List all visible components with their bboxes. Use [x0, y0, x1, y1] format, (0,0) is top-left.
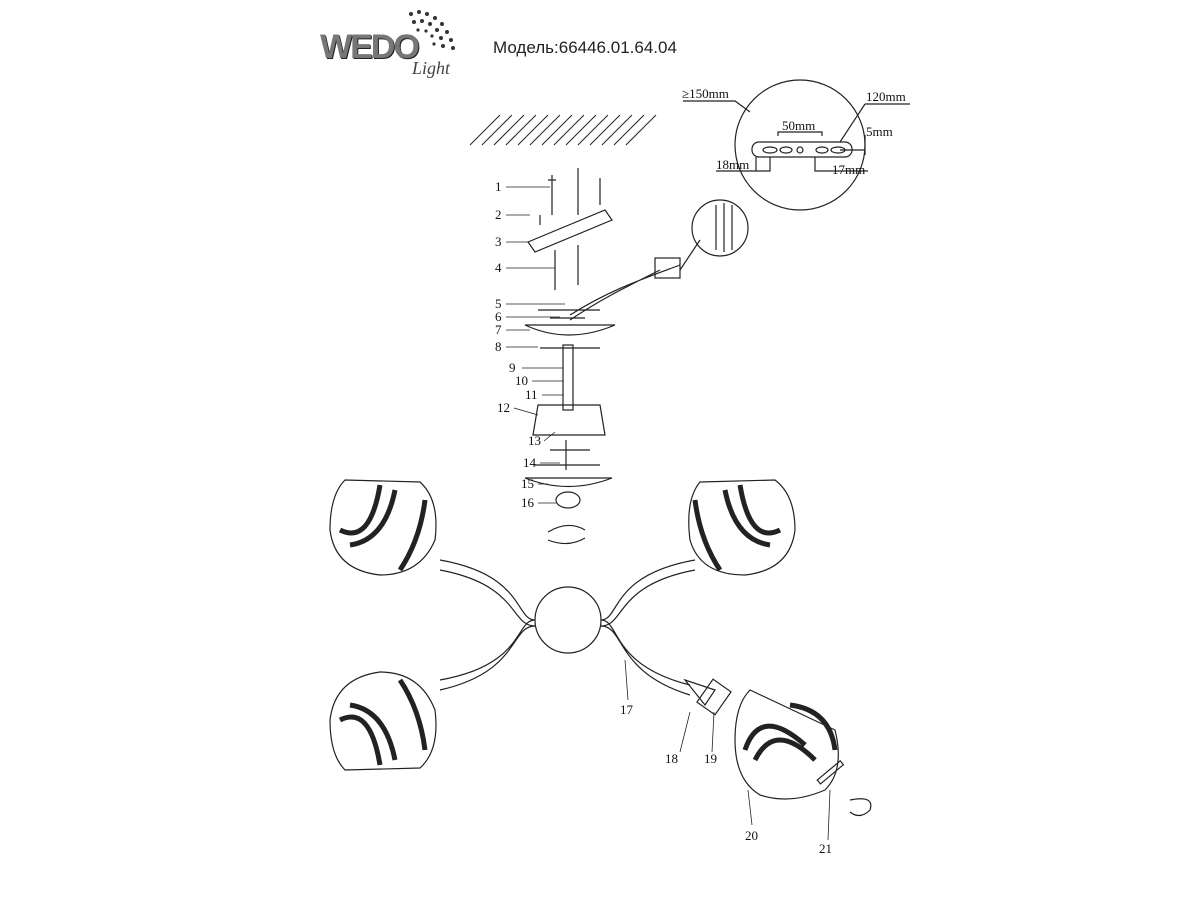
- callout-20: 20: [745, 828, 758, 843]
- central-sphere: [534, 586, 602, 654]
- canopy: [524, 324, 616, 336]
- glass-shade-top-left: [329, 479, 437, 576]
- callout-21: 21: [819, 841, 832, 856]
- callout-4: 4: [495, 260, 502, 275]
- callout-2: 2: [495, 207, 502, 222]
- brand-logo: WEDO Light: [316, 4, 466, 78]
- callout-15: 15: [521, 476, 534, 491]
- callout-8: 8: [495, 339, 502, 354]
- glass-shade-top-right: [688, 479, 796, 576]
- callout-14: 14: [523, 455, 537, 470]
- callout-12: 12: [497, 400, 510, 415]
- dim-min-diameter: ≥150mm: [682, 86, 729, 101]
- callout-18: 18: [665, 751, 678, 766]
- callout-labels: 1 2 3 4 5 6 7 8 9 10 11 12 13 14 15 16 1…: [495, 179, 832, 856]
- callout-16: 16: [521, 495, 535, 510]
- callout-3: 3: [495, 234, 502, 249]
- model-number: Модель:66446.01.64.04: [493, 38, 677, 57]
- ceiling-hatch: [469, 114, 657, 146]
- callout-17: 17: [620, 702, 634, 717]
- arm-bottom-left: [439, 619, 536, 691]
- stem-rod: [562, 344, 574, 411]
- bracket-detail-circle: [734, 79, 866, 211]
- dim-bracket-length: 120mm: [866, 89, 906, 104]
- callout-6: 6: [495, 309, 502, 324]
- dim-hole-spacing: 50mm: [782, 118, 815, 133]
- glass-shade-bottom-left: [329, 671, 437, 771]
- dim-thickness: 5mm: [866, 124, 893, 139]
- mounting-bracket: [527, 209, 613, 253]
- dim-right-offset: 17mm: [832, 162, 865, 177]
- callout-9: 9: [509, 360, 516, 375]
- arm-bottom-right: [600, 619, 691, 696]
- callout-10: 10: [515, 373, 528, 388]
- logo-swirl-icon: [409, 10, 455, 50]
- callout-19: 19: [704, 751, 717, 766]
- callout-11: 11: [525, 387, 538, 402]
- dim-left-offset: 18mm: [716, 157, 749, 172]
- arm-top-right: [600, 559, 696, 627]
- callout-13: 13: [528, 433, 541, 448]
- callout-7: 7: [495, 322, 502, 337]
- callout-5: 5: [495, 296, 502, 311]
- callout-1: 1: [495, 179, 502, 194]
- brand-name: WEDO Light: [320, 28, 451, 78]
- arm-top-left: [439, 559, 536, 627]
